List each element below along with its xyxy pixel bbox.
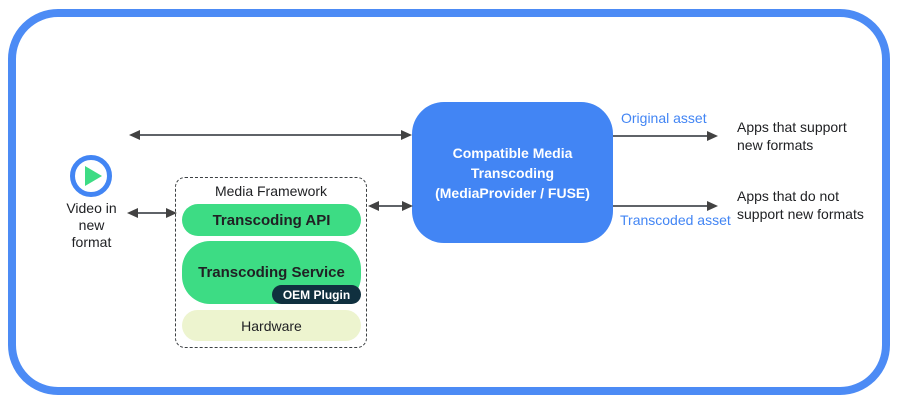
play-icon	[70, 155, 112, 197]
diagram-border	[8, 9, 890, 395]
transcoded-asset-label: Transcoded asset	[620, 212, 731, 228]
hardware-box: Hardware	[182, 310, 361, 341]
apps-no-support-label: Apps that do not support new formats	[737, 188, 864, 222]
play-triangle-icon	[85, 166, 102, 186]
source-video-label: Video in new format	[66, 200, 117, 250]
transcoding-service-box: Transcoding Service OEM Plugin	[182, 241, 361, 304]
original-asset-label: Original asset	[621, 110, 707, 126]
oem-plugin-badge: OEM Plugin	[272, 285, 361, 304]
compatible-media-transcoding-box: Compatible Media Transcoding (MediaProvi…	[412, 102, 613, 243]
transcoding-api-box: Transcoding API	[182, 204, 361, 236]
transcoding-service-label: Transcoding Service	[198, 264, 345, 281]
apps-support-label: Apps that support new formats	[737, 119, 847, 153]
media-framework-title: Media Framework	[214, 183, 328, 199]
